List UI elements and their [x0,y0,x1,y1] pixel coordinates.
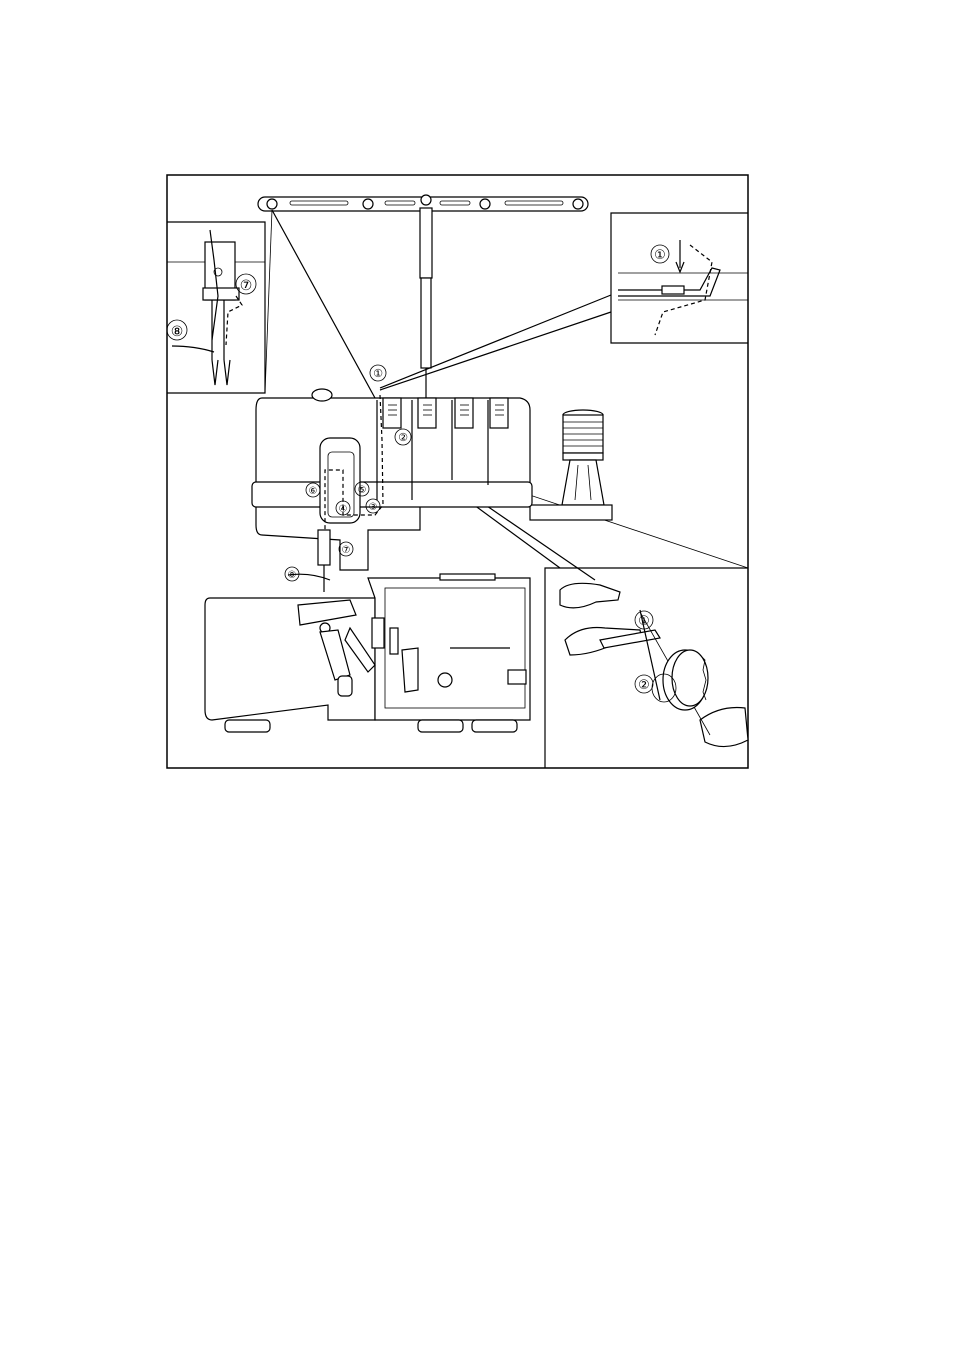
serger-machine-body [205,389,532,732]
label-5-main: ⑤ [358,485,367,496]
label-7-main: ⑦ [342,545,351,556]
label-8-inset: ⑧ [171,324,184,340]
label-1-top-inset: ① [654,248,666,263]
thread-spool [530,410,612,520]
label-2-dial-inset: ② [638,678,650,693]
label-1-dial-inset: ① [638,614,650,629]
label-3-main: ③ [369,502,378,513]
label-8-main: ⑧ [288,570,297,581]
label-2-main: ② [398,431,408,444]
label-7-inset: ⑦ [240,278,253,294]
label-4-main: ④ [339,504,348,515]
thread-stand-antenna [258,195,588,400]
thread-guide-detail-inset: ① [611,213,748,343]
tension-dial-detail-inset: ① ② [545,568,748,768]
label-6-main: ⑥ [309,486,318,497]
needle-detail-inset: ⑦ ⑧ [167,222,265,393]
label-1-main: ① [373,367,383,380]
